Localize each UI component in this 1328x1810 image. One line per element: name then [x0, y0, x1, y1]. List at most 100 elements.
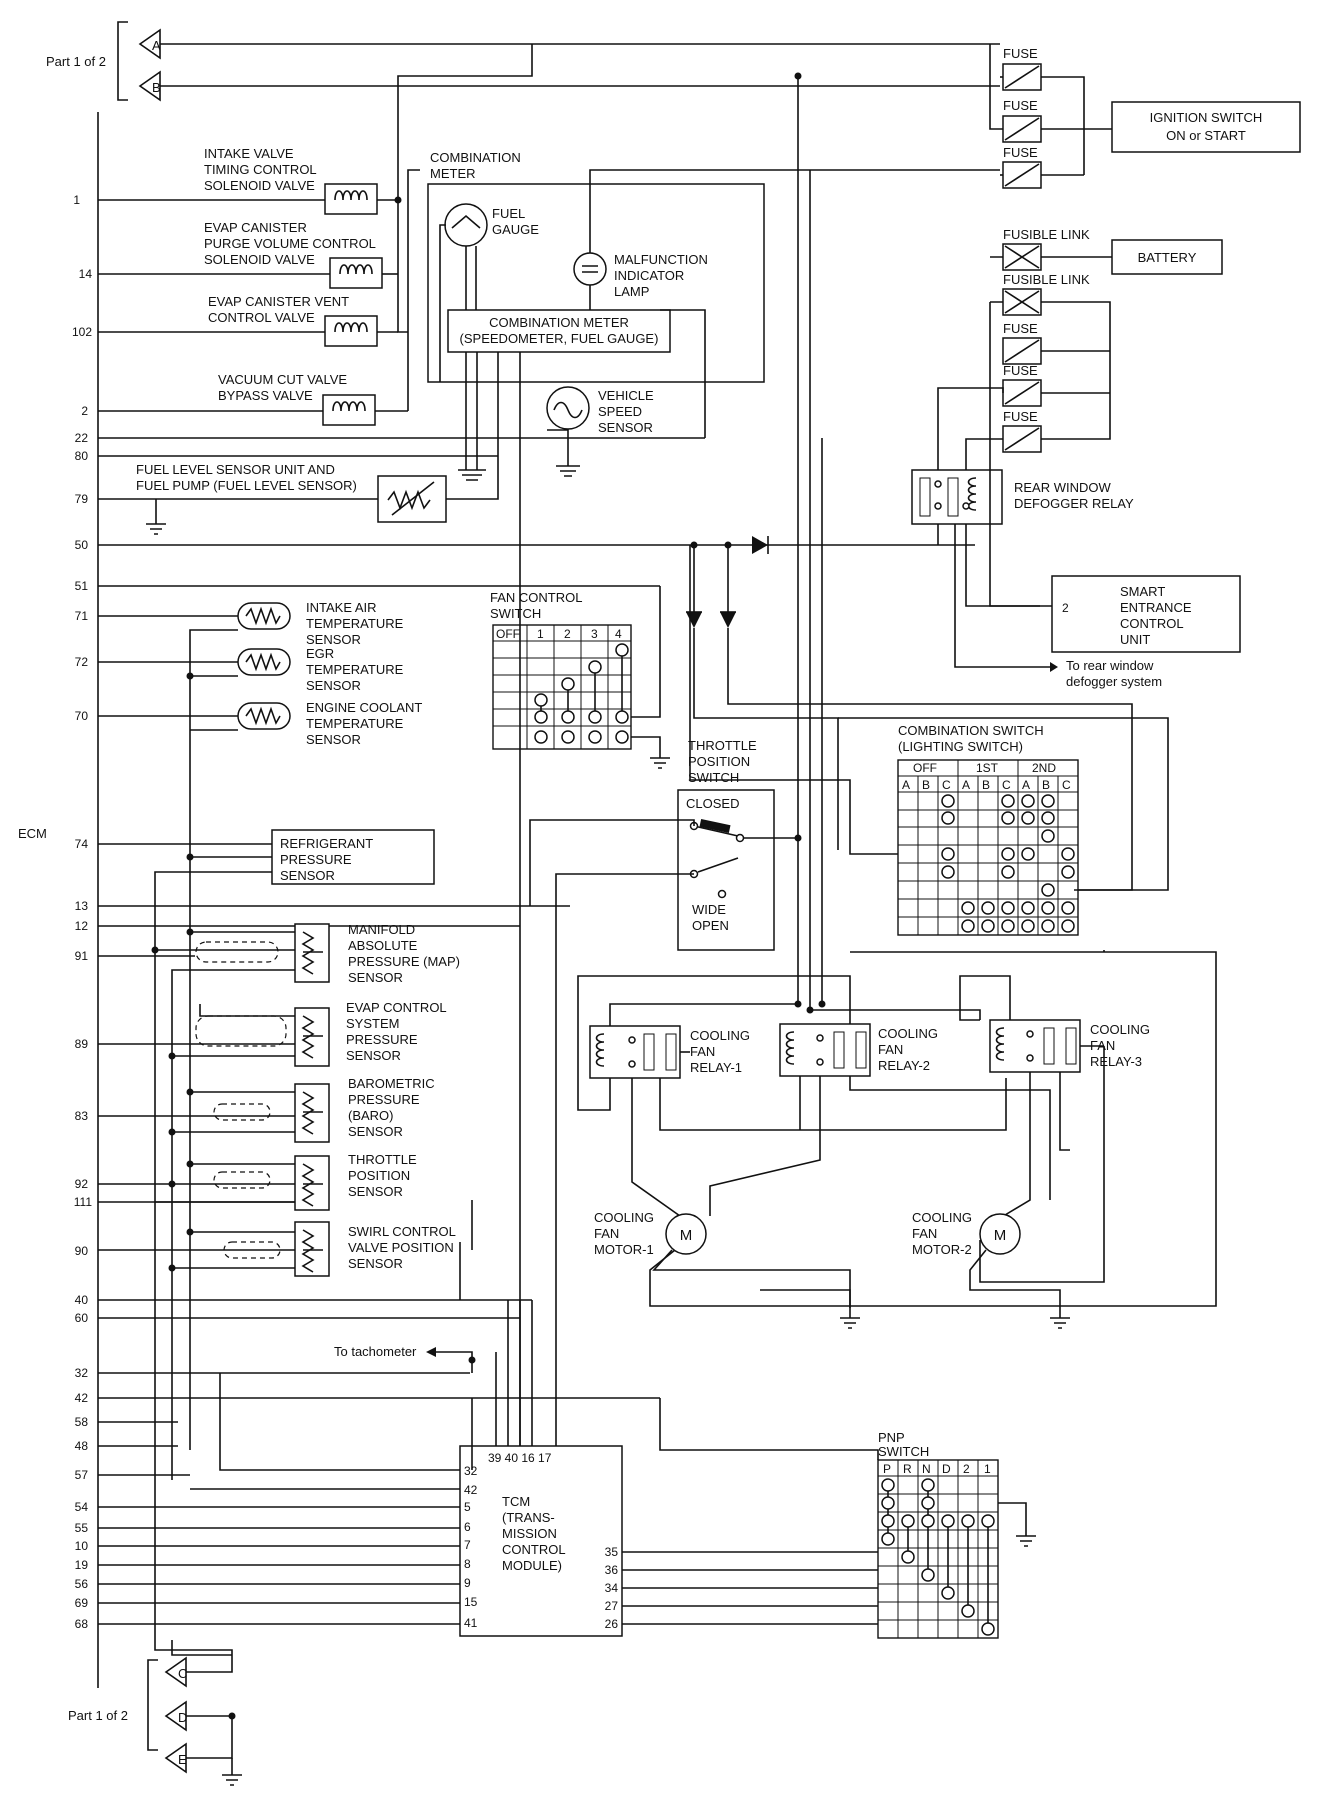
map-label-1: MANIFOLD — [348, 922, 415, 937]
tcm-left-pin: 6 — [464, 1520, 471, 1534]
tcm-right-pin: 34 — [605, 1581, 619, 1595]
pnp-col: R — [903, 1462, 912, 1476]
fusible-link-label-2: FUSIBLE LINK — [1003, 272, 1090, 287]
ect-label-3: SENSOR — [306, 732, 361, 747]
tps-switch-label-3: SWITCH — [688, 770, 739, 785]
swirl-label-2: VALVE POSITION — [348, 1240, 454, 1255]
combo-col: C — [1062, 778, 1071, 792]
iat-label-1: INTAKE AIR — [306, 600, 377, 615]
wide-open-label-1: WIDE — [692, 902, 726, 917]
tps-label-3: SENSOR — [348, 1184, 403, 1199]
ecm-pin: 1 — [73, 193, 80, 207]
pnp-switch: PNP SWITCH P R N D 2 1 — [877, 1430, 1036, 1639]
tachometer-output: To tachometer — [334, 1344, 476, 1373]
fuel-level-sensor: FUEL LEVEL SENSOR UNIT AND FUEL PUMP (FU… — [136, 456, 499, 535]
evap-sys-label-3: PRESSURE — [346, 1032, 418, 1047]
combo-col: C — [1002, 778, 1011, 792]
to-tach-label: To tachometer — [334, 1344, 417, 1359]
connector-b-label: B — [152, 80, 161, 95]
ecm-pin: 91 — [75, 949, 89, 963]
swirl-label-3: SENSOR — [348, 1256, 403, 1271]
iat-label-2: TEMPERATURE — [306, 616, 404, 631]
egr-label-3: SENSOR — [306, 678, 361, 693]
ecm-pin: 68 — [75, 1617, 89, 1631]
combination-meter: COMBINATION METER FUEL GAUGE MALFUNCTION… — [427, 150, 765, 435]
fuel-level-label-1: FUEL LEVEL SENSOR UNIT AND — [136, 462, 335, 477]
ecm-pin: 111 — [74, 1195, 93, 1209]
ecm-pin: 89 — [75, 1037, 89, 1051]
battery-label: BATTERY — [1138, 250, 1197, 265]
pnp-col: P — [883, 1462, 891, 1476]
ecm-pin: 80 — [75, 449, 89, 463]
baro-label-3: (BARO) — [348, 1108, 394, 1123]
ecm-pin: 12 — [75, 919, 89, 933]
fan-switch-col: 3 — [591, 627, 598, 641]
sensor-ground-branches — [190, 675, 238, 731]
ecm-pin: 19 — [75, 1558, 89, 1572]
tcm-left-pin: 9 — [464, 1576, 471, 1590]
refrig-label-2: PRESSURE — [280, 852, 352, 867]
cooling-fan-relay-2: COOLING FAN RELAY-2 — [779, 1023, 938, 1077]
cooling-fan-motor-2: M COOLING FAN MOTOR-2 — [912, 1210, 1061, 1308]
tcm: 39 40 16 17 TCM (TRANS- MISSION CONTROL … — [459, 1445, 623, 1637]
combo-col: A — [1022, 778, 1030, 792]
ecm-pin: 92 — [75, 1177, 89, 1191]
ecm-pin: 60 — [75, 1311, 89, 1325]
part-bottom-label: Part 1 of 2 — [68, 1708, 128, 1723]
tcm-wiring — [190, 926, 879, 1625]
ecm-pin: 2 — [81, 404, 88, 418]
relay2-label-1: COOLING — [878, 1026, 938, 1041]
tcm-left-pin: 5 — [464, 1500, 471, 1514]
relay3-label-3: RELAY-3 — [1090, 1054, 1142, 1069]
ecm-pin: 22 — [75, 431, 89, 445]
fuse-label-4: FUSE — [1003, 321, 1038, 336]
smart-label-1: SMART — [1120, 584, 1165, 599]
ecm-pin: 72 — [75, 655, 89, 669]
motor2-label-1: COOLING — [912, 1210, 972, 1225]
tcm-right-pin: 35 — [605, 1545, 619, 1559]
ecm-pin: 71 — [75, 609, 89, 623]
ecm-block: ECM — [18, 112, 99, 1688]
motor2-symbol: M — [994, 1227, 1007, 1244]
ecm-pin-wires — [98, 199, 975, 1625]
combo-meter-label-2: METER — [430, 166, 476, 181]
fan-switch-col: OFF — [496, 627, 520, 641]
cooling-fan-relay-3: COOLING FAN RELAY-3 — [989, 1019, 1150, 1073]
fuse-label-5: FUSE — [1003, 363, 1038, 378]
baro-label-2: PRESSURE — [348, 1092, 420, 1107]
smart-label-3: CONTROL — [1120, 616, 1184, 631]
tps-label-2: POSITION — [348, 1168, 410, 1183]
egr-label-1: EGR — [306, 646, 334, 661]
ecm-label: ECM — [18, 826, 47, 841]
fuse-block: FUSE FUSE FUSE FUSIBLE LINK FUSIBLE LINK… — [1002, 46, 1090, 453]
fuse-wiring — [989, 44, 1112, 440]
combo-switch-label-2: (LIGHTING SWITCH) — [898, 739, 1023, 754]
evap-purge-label-3: SOLENOID VALVE — [204, 252, 315, 267]
tcm-label-1: TCM — [502, 1494, 530, 1509]
iat-label-3: SENSOR — [306, 632, 361, 647]
map-label-3: PRESSURE (MAP) — [348, 954, 460, 969]
ignition-label-2: ON or START — [1166, 128, 1246, 143]
combo-group: OFF — [913, 761, 937, 775]
ecm-pin: 10 — [75, 1539, 89, 1553]
pnp-label-1: PNP — [878, 1430, 905, 1445]
tps-label-1: THROTTLE — [348, 1152, 417, 1167]
mil-label-1: MALFUNCTION — [614, 252, 708, 267]
combo-col: B — [1042, 778, 1050, 792]
motor2-label-3: MOTOR-2 — [912, 1242, 972, 1257]
to-rear-label-1: To rear window — [1066, 658, 1154, 673]
ecm-pin: 55 — [75, 1521, 89, 1535]
fan-switch-col: 2 — [564, 627, 571, 641]
motor1-label-2: FAN — [594, 1226, 619, 1241]
fan-switch-col: 1 — [537, 627, 544, 641]
ect-label-1: ENGINE COOLANT — [306, 700, 422, 715]
fuse-label-6: FUSE — [1003, 409, 1038, 424]
combo-col: A — [902, 778, 910, 792]
combo-switch-label-1: COMBINATION SWITCH — [898, 723, 1044, 738]
ivtc-label-2: TIMING CONTROL — [204, 162, 317, 177]
map-label-4: SENSOR — [348, 970, 403, 985]
vss-label-2: SPEED — [598, 404, 642, 419]
combo-col: B — [982, 778, 990, 792]
battery: BATTERY — [1111, 239, 1223, 275]
part-connector-bottom: Part 1 of 2 C D E — [68, 1640, 242, 1786]
